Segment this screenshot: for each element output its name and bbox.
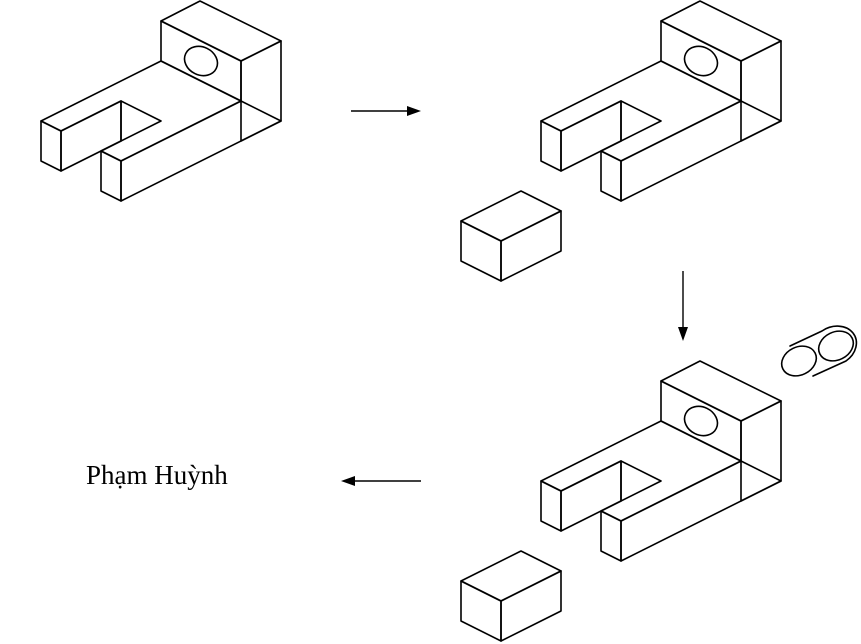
rectangular-block-part-lower xyxy=(460,550,562,642)
bracket-assembled xyxy=(40,0,282,202)
author-caption: Phạm Huỳnh xyxy=(86,460,228,490)
arrow-down xyxy=(678,271,688,341)
arrow-left xyxy=(341,476,421,486)
arrow-right xyxy=(351,106,421,116)
bracket-with-block-removed xyxy=(540,0,782,202)
rectangular-block-part xyxy=(460,190,562,282)
cylindrical-pin-part xyxy=(780,325,858,377)
bracket-with-block-and-pin-removed xyxy=(540,360,782,562)
